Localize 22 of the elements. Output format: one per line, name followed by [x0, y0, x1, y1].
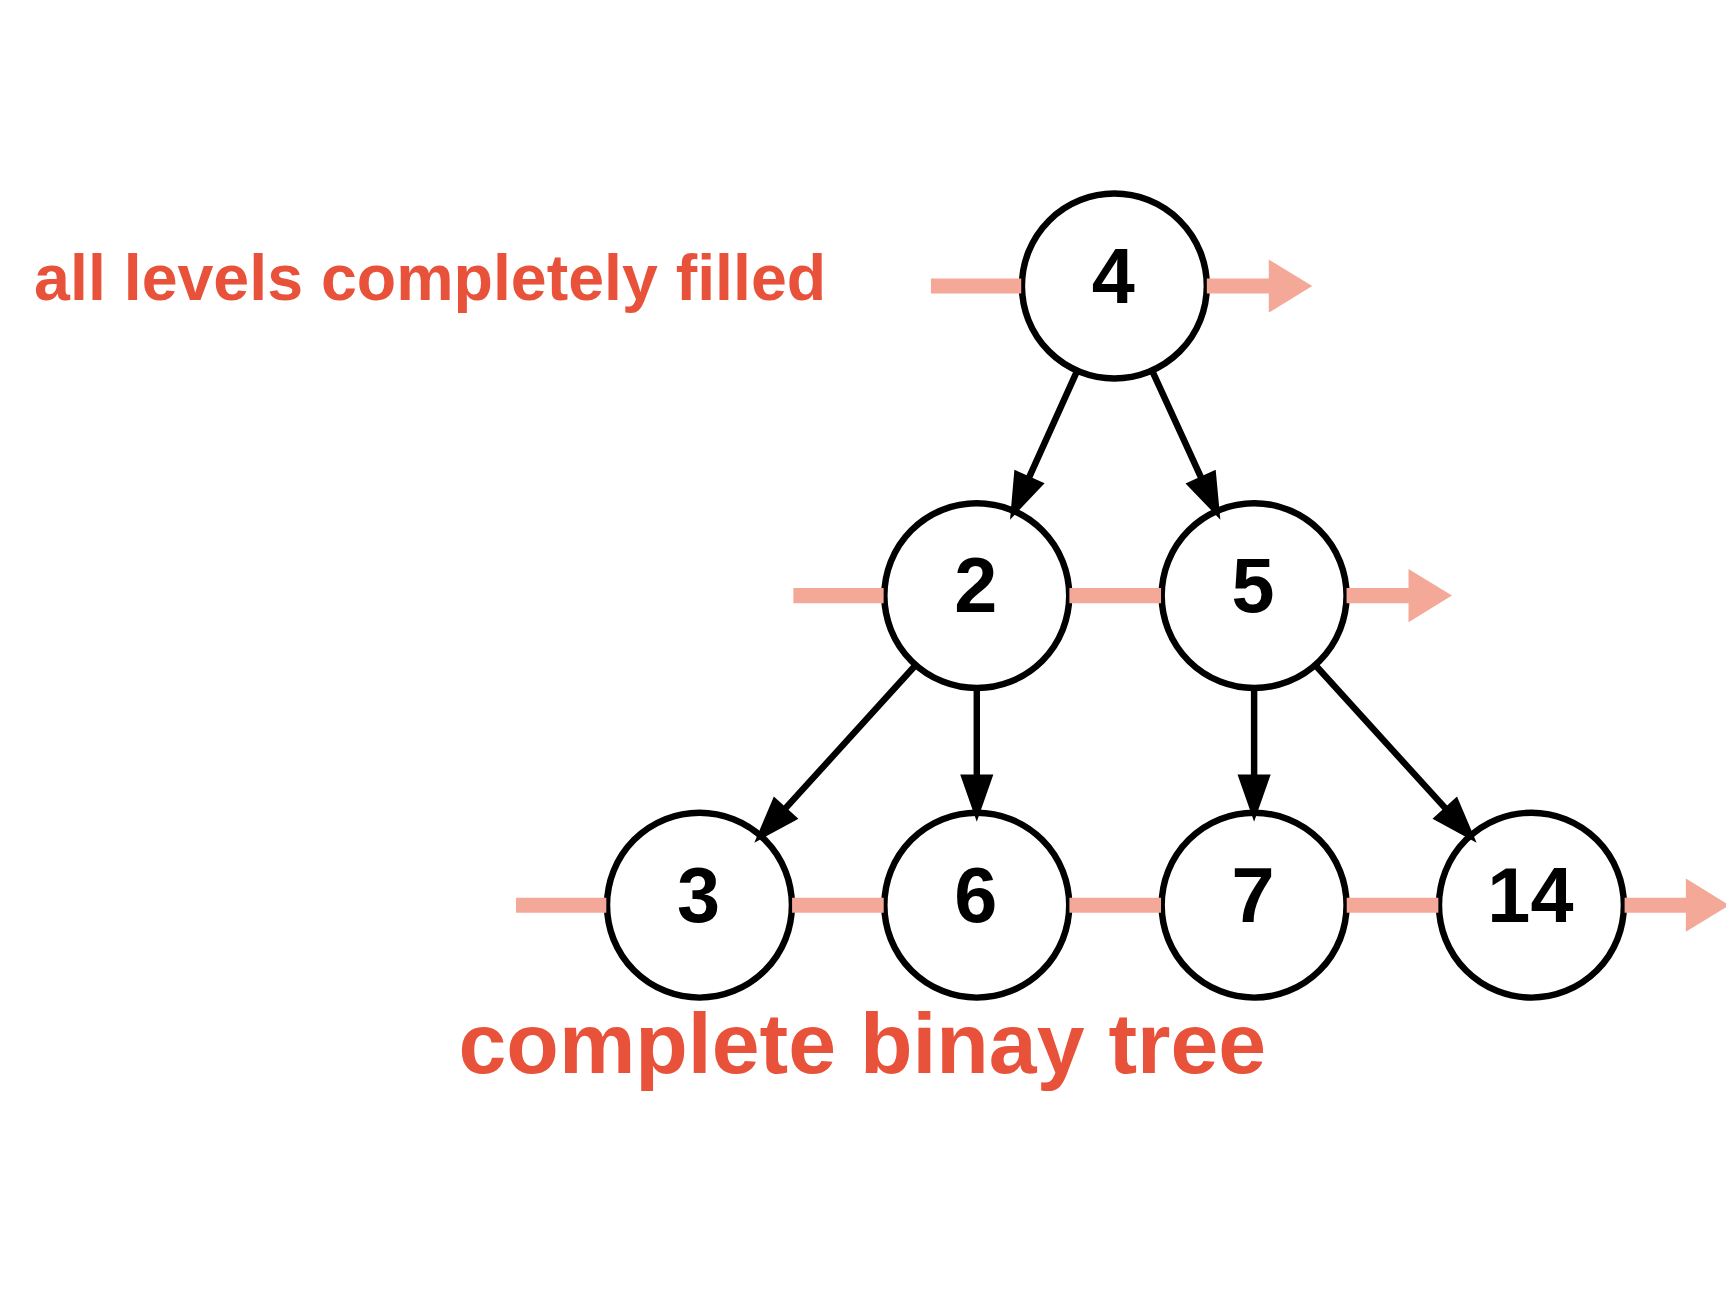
node-circle: 7: [1158, 809, 1350, 1001]
arrow: [1237, 688, 1271, 822]
arrow: [1624, 878, 1726, 932]
connector: [930, 278, 1022, 294]
node-circle: 14: [1435, 809, 1628, 1001]
node-circle: 6: [881, 809, 1073, 1001]
connector: [1069, 897, 1162, 913]
connector: [516, 897, 607, 913]
arrow: [1313, 662, 1477, 843]
label: all levels completely filled: [34, 241, 827, 314]
connector: [793, 587, 884, 603]
node-circle: 4: [1018, 189, 1211, 382]
node-circle: 2: [881, 499, 1073, 691]
node-circle: 3: [603, 809, 796, 1001]
connector: [1346, 897, 1439, 913]
node-circle: 5: [1158, 499, 1350, 691]
arrow: [960, 688, 994, 822]
connector: [792, 897, 884, 913]
arrow: [1346, 568, 1452, 622]
arrow: [1206, 258, 1313, 313]
connector: [1069, 587, 1162, 603]
arrow: [754, 662, 918, 843]
